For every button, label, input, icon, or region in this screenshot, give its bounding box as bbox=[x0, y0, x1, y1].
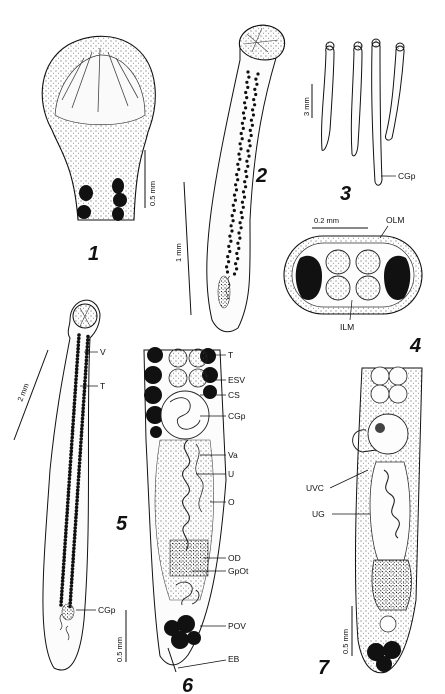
fig6-label-esv: ESV bbox=[228, 375, 245, 385]
fig1-number: 1 bbox=[88, 243, 99, 265]
fig6-number: 6 bbox=[182, 675, 194, 694]
fig3-scale-label: 3 mm bbox=[302, 97, 311, 116]
fig6-label-cgp: CGp bbox=[228, 411, 246, 421]
fig6-drawing: T ESV CS CGp Va U O OD GpOt POV EB 0.5 m… bbox=[115, 347, 249, 694]
fig5-label-t: T bbox=[100, 381, 105, 391]
fig5-label-v: V bbox=[100, 347, 106, 357]
fig6-label-t: T bbox=[228, 350, 233, 360]
fig1-drawing: 0.5 mm 1 bbox=[41, 35, 157, 265]
fig6-label-o: O bbox=[228, 497, 235, 507]
fig7-scale-label: 0.5 mm bbox=[341, 629, 350, 654]
fig6-label-pov: POV bbox=[228, 621, 246, 631]
fig2-scale-label: 1 mm bbox=[174, 243, 183, 262]
fig4-number: 4 bbox=[409, 335, 421, 357]
fig7-number: 7 bbox=[318, 657, 330, 679]
fig7-drawing: UVC UG 0.5 mm 7 bbox=[306, 366, 423, 679]
fig5-drawing: 2 mm V T CGp 5 bbox=[13, 299, 128, 671]
fig5-scale-label: 2 mm bbox=[16, 382, 31, 403]
fig3-number: 3 bbox=[340, 183, 351, 205]
fig5-vitelline-dots bbox=[59, 333, 90, 609]
fig2-drawing: 1 mm 2 bbox=[174, 24, 285, 333]
fig3-drawing bbox=[321, 38, 405, 186]
fig4-label-ilm: ILM bbox=[340, 322, 354, 332]
fig6-scale-label: 0.5 mm bbox=[115, 637, 124, 662]
fig6-label-cs: CS bbox=[228, 390, 240, 400]
fig6-label-u: U bbox=[228, 469, 234, 479]
fig3-annotations: 3 mm CGp 3 bbox=[302, 84, 416, 205]
fig7-label-uvc: UVC bbox=[306, 483, 324, 493]
fig2-number: 2 bbox=[255, 165, 267, 187]
fig4-scale-label: 0.2 mm bbox=[314, 216, 339, 225]
fig5-label-cgp: CGp bbox=[98, 605, 116, 615]
fig6-label-va: Va bbox=[228, 450, 238, 460]
fig2-testes-dots bbox=[225, 70, 260, 276]
fig6-label-eb: EB bbox=[228, 654, 240, 664]
fig1-scale-label: 0.5 mm bbox=[148, 181, 157, 206]
fig6-label-od: OD bbox=[228, 553, 241, 563]
fig7-label-ug: UG bbox=[312, 509, 325, 519]
fig4-label-olm: OLM bbox=[386, 215, 404, 225]
fig6-label-gpot: GpOt bbox=[228, 566, 249, 576]
fig5-number: 5 bbox=[116, 513, 128, 535]
fig4-drawing: 0.2 mm OLM ILM 4 bbox=[283, 215, 423, 357]
fig3-label-cgp: CGp bbox=[398, 171, 416, 181]
